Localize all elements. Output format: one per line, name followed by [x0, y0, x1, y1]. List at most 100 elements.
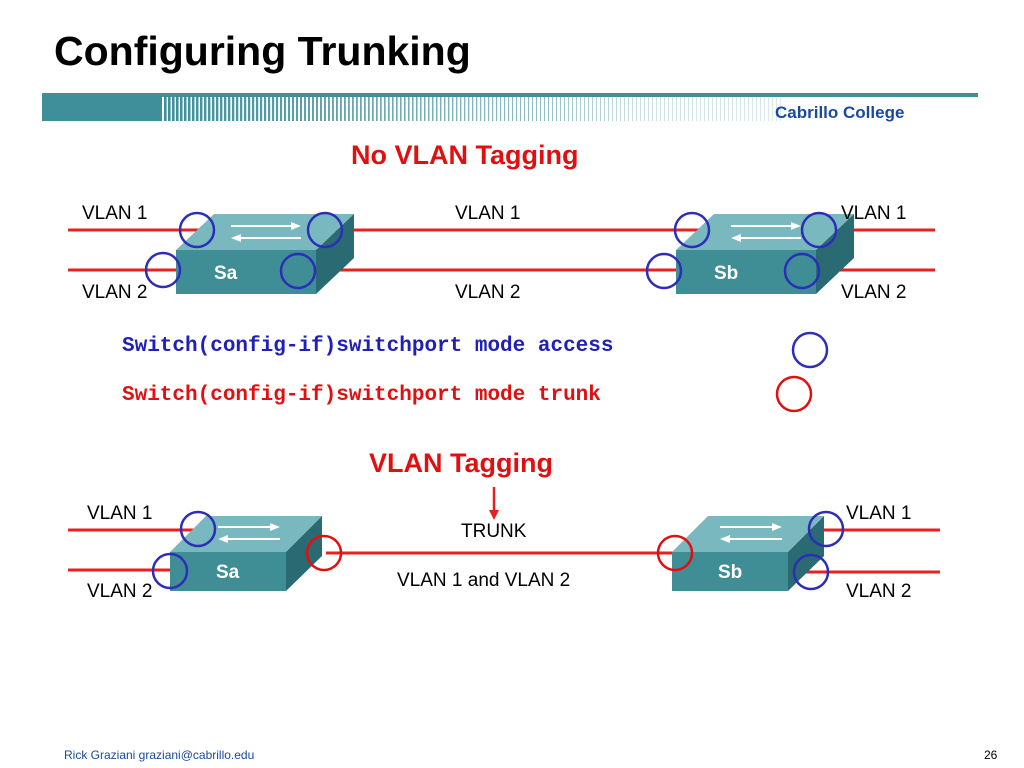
brand-stripe [436, 97, 438, 121]
brand-stripe [396, 97, 398, 121]
brand-stripe [480, 97, 482, 121]
brand-stripe [632, 97, 633, 121]
access-port-marker [151, 552, 189, 590]
brand-stripe [424, 97, 426, 121]
switch-sb-bottom: Sb [672, 516, 824, 591]
brand-stripe [756, 97, 757, 121]
switch-sa-label: Sa [214, 263, 238, 284]
brand-stripe [248, 97, 251, 121]
brand-stripe [712, 97, 713, 121]
brand-stripe [624, 97, 625, 121]
brand-stripe [192, 97, 195, 121]
brand-stripe [728, 97, 729, 121]
brand-stripe [596, 97, 597, 121]
brand-stripe [592, 97, 593, 121]
brand-stripe [548, 97, 549, 121]
brand-stripe [252, 97, 255, 121]
brand-stripe [516, 97, 518, 121]
bottom-left-vlan2-label: VLAN 2 [87, 581, 152, 602]
vlan-tagging-heading: VLAN Tagging [369, 448, 553, 478]
switch-sa-bottom-label: Sa [216, 562, 240, 583]
brand-stripe [704, 97, 705, 121]
brand-stripe [172, 97, 175, 121]
brand-stripe [640, 97, 641, 121]
brand-stripe [492, 97, 494, 121]
brand-stripe [452, 97, 454, 121]
brand-stripe [316, 97, 318, 121]
brand-stripe [260, 97, 263, 121]
access-port-marker [179, 510, 217, 548]
brand-stripe [560, 97, 561, 121]
brand-stripe [572, 97, 573, 121]
top-left-vlan1-label: VLAN 1 [82, 203, 147, 224]
brand-stripe [464, 97, 466, 121]
access-port-marker [645, 252, 683, 290]
brand-stripe [408, 97, 410, 121]
trunk-command: Switch(config-if)switchport mode trunk [122, 384, 601, 407]
trunk-label: TRUNK [461, 521, 527, 542]
brand-stripe [684, 97, 685, 121]
brand-stripe [556, 97, 557, 121]
brand-stripe [660, 97, 661, 121]
brand-stripe [284, 97, 287, 121]
brand-stripe [332, 97, 334, 121]
brand-stripe [236, 97, 239, 121]
bottom-right-vlan2-label: VLAN 2 [846, 581, 911, 602]
switch-sa: Sa [176, 214, 354, 294]
brand-stripe [232, 97, 235, 121]
brand-stripe [432, 97, 434, 121]
brand-stripe [780, 97, 781, 121]
brand-stripe [348, 97, 350, 121]
brand-stripe [588, 97, 589, 121]
access-port-marker [178, 211, 216, 249]
brand-stripe [460, 97, 462, 121]
brand-stripe [368, 97, 370, 121]
brand-stripe [696, 97, 697, 121]
brand-stripe [392, 97, 394, 121]
brand-stripe [360, 97, 362, 121]
brand-stripe [688, 97, 689, 121]
brand-stripes [164, 97, 781, 121]
brand-stripe [740, 97, 741, 121]
access-port-marker [144, 251, 182, 289]
brand-stripe [524, 97, 526, 121]
access-command: Switch(config-if)switchport mode access [122, 335, 614, 358]
brand-stripe [168, 97, 171, 121]
brand-stripe [268, 97, 271, 121]
brand-stripe [224, 97, 227, 121]
brand-stripe [312, 97, 314, 121]
brand-stripe [256, 97, 259, 121]
brand-stripe [680, 97, 681, 121]
brand-stripe [580, 97, 581, 121]
brand-stripe [772, 97, 773, 121]
switch-sa-bottom: Sa [170, 516, 322, 591]
brand-stripe [604, 97, 605, 121]
brand-stripe [716, 97, 717, 121]
access-port-marker [279, 252, 317, 290]
brand-stripe [668, 97, 669, 121]
brand-stripe [776, 97, 777, 121]
brand-name: Cabrillo College [775, 103, 905, 122]
brand-stripe [380, 97, 382, 121]
brand-stripe [228, 97, 231, 121]
brand-bar [42, 93, 978, 121]
brand-stripe [180, 97, 183, 121]
page-number: 26 [984, 748, 998, 762]
access-port-marker [800, 211, 838, 249]
brand-stripe [280, 97, 283, 121]
brand-stripe [200, 97, 203, 121]
access-port-marker [673, 211, 711, 249]
brand-stripe [416, 97, 418, 121]
switch-sb: Sb [676, 214, 854, 294]
brand-stripe [520, 97, 522, 121]
brand-stripe [552, 97, 553, 121]
brand-stripe [508, 97, 510, 121]
brand-stripe [648, 97, 649, 121]
brand-stripe [244, 97, 247, 121]
brand-stripe [576, 97, 577, 121]
brand-stripe [544, 97, 546, 121]
brand-stripe [364, 97, 366, 121]
brand-stripe [600, 97, 601, 121]
brand-stripe [204, 97, 207, 121]
brand-stripe [356, 97, 358, 121]
